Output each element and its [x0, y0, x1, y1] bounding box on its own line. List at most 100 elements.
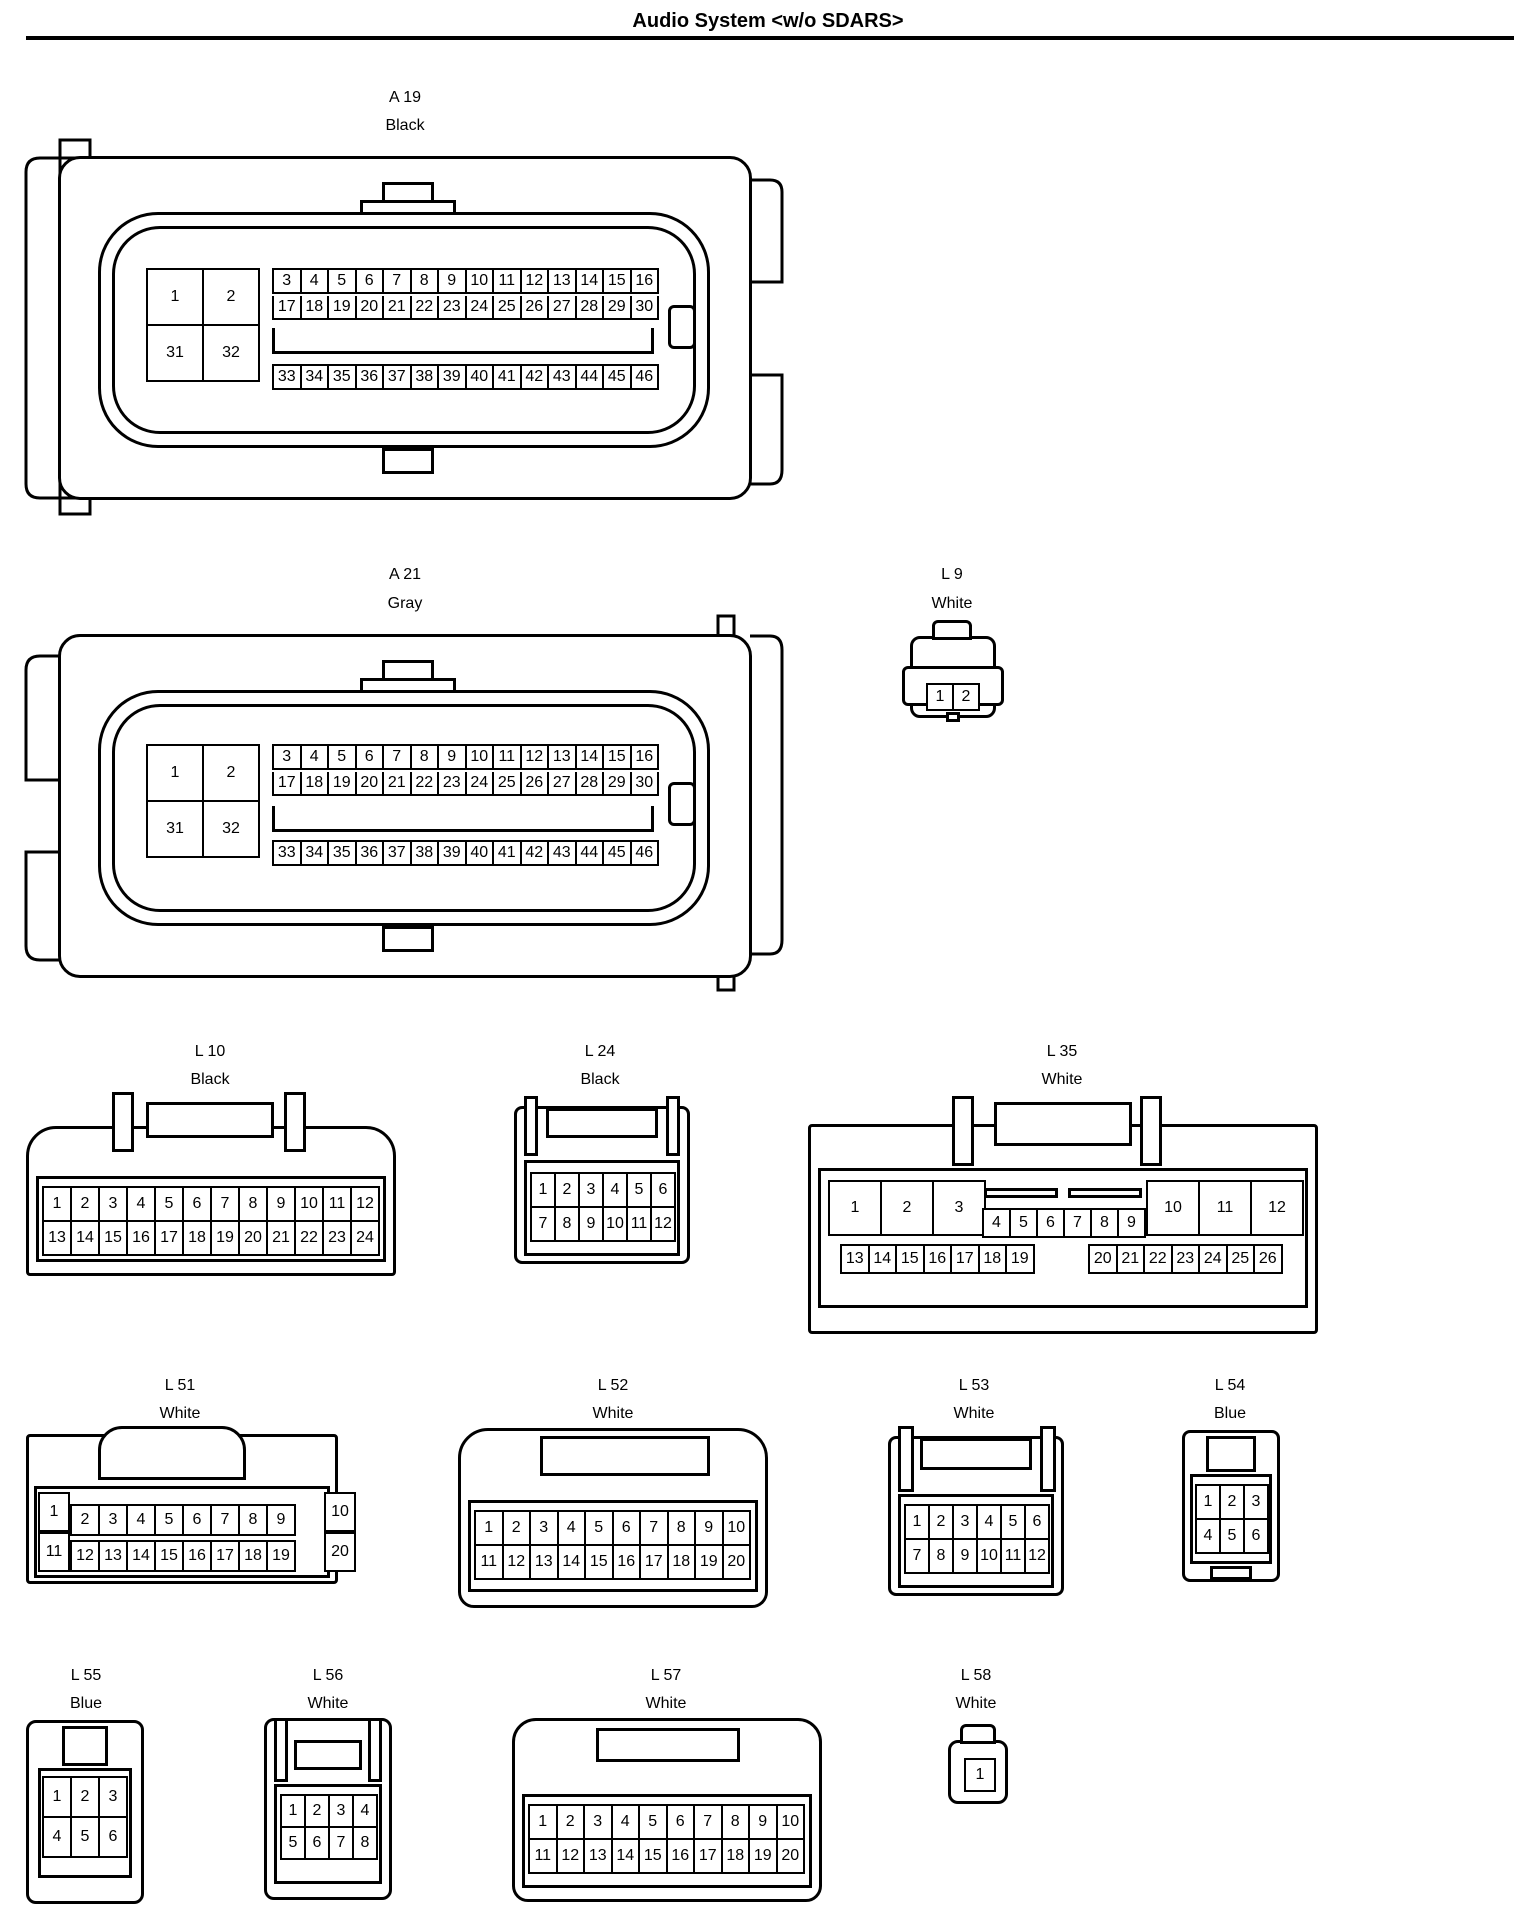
- pin: 18: [301, 772, 329, 796]
- connector-color: White: [307, 1695, 349, 1712]
- pin: 10: [978, 1540, 1002, 1574]
- pin: 13: [100, 1542, 128, 1572]
- pin: 22: [411, 772, 439, 796]
- connector-code: L 52: [597, 1377, 629, 1394]
- pin: 29: [604, 296, 632, 320]
- pin: 14: [612, 1840, 640, 1874]
- connector-color: White: [955, 1695, 997, 1712]
- pin: 19: [1007, 1246, 1035, 1274]
- pin: 13: [842, 1246, 870, 1274]
- pin: 27: [549, 772, 577, 796]
- pin: 3: [934, 1182, 986, 1236]
- connector-code: L 56: [312, 1667, 344, 1684]
- pin: 10: [466, 270, 494, 294]
- pin: 3: [531, 1512, 559, 1546]
- pin: 41: [494, 842, 522, 866]
- pin: 11: [628, 1208, 652, 1242]
- pin: 5: [72, 1818, 100, 1858]
- pin: 34: [301, 366, 329, 390]
- pin: 7: [532, 1208, 556, 1242]
- pin: 20: [723, 1546, 751, 1580]
- top-lock: [98, 1426, 246, 1480]
- connector-code: L 55: [70, 1667, 102, 1684]
- top-lock: [540, 1436, 710, 1476]
- pin: 3: [585, 1806, 613, 1840]
- pin: 8: [354, 1828, 378, 1860]
- pin: 5: [640, 1806, 668, 1840]
- connector-code: L 54: [1214, 1377, 1246, 1394]
- pin: 7: [384, 746, 412, 770]
- pin: 7: [1065, 1210, 1092, 1238]
- pin: 11: [494, 270, 522, 294]
- pin: 28: [576, 772, 604, 796]
- pin: 3: [100, 1506, 128, 1536]
- side-lock-left: [274, 1718, 288, 1782]
- top-lock: [920, 1438, 1032, 1470]
- pin: 5: [628, 1174, 652, 1208]
- pin: 18: [301, 296, 329, 320]
- pin: 11: [494, 746, 522, 770]
- pin: 14: [128, 1542, 156, 1572]
- pin: 7: [906, 1540, 930, 1574]
- key-slot-left: [984, 1188, 1058, 1198]
- pin: 24: [352, 1222, 380, 1256]
- pin: 3: [954, 1506, 978, 1540]
- pin: 2: [306, 1796, 330, 1828]
- bottom-lock: [382, 448, 434, 474]
- pin: 30: [631, 772, 659, 796]
- pin: 8: [240, 1506, 268, 1536]
- connector-code: L 24: [584, 1043, 616, 1060]
- pin: 16: [667, 1840, 695, 1874]
- connector-color: Black: [580, 1071, 620, 1088]
- pin: 20: [356, 772, 384, 796]
- pin: 10: [604, 1208, 628, 1242]
- pin: 1: [966, 1760, 996, 1792]
- pin: 5: [282, 1828, 306, 1860]
- pin: 6: [652, 1174, 676, 1208]
- pin: 15: [640, 1840, 668, 1874]
- guide-rail: [272, 806, 654, 832]
- pin: 2: [882, 1182, 934, 1236]
- pin: 7: [212, 1188, 240, 1222]
- pin: 10: [777, 1806, 805, 1840]
- pin: 6: [184, 1506, 212, 1536]
- pin: 4: [558, 1512, 586, 1546]
- top-lock: [294, 1740, 362, 1770]
- connector-color: Blue: [69, 1695, 103, 1712]
- pin: 28: [576, 296, 604, 320]
- pin: 36: [356, 366, 384, 390]
- pin: 26: [521, 296, 549, 320]
- top-lock: [62, 1726, 108, 1766]
- pin: 45: [604, 842, 632, 866]
- pin: 15: [586, 1546, 614, 1580]
- connector-color: Black: [385, 117, 425, 134]
- pin: 29: [604, 772, 632, 796]
- pin: 8: [722, 1806, 750, 1840]
- pin: 8: [1092, 1210, 1119, 1238]
- side-lock-left: [952, 1096, 974, 1166]
- pin: 12: [557, 1840, 585, 1874]
- connector-code: L 35: [1046, 1043, 1078, 1060]
- pin: 11: [1002, 1540, 1026, 1574]
- connector-color: White: [645, 1695, 687, 1712]
- pin: 21: [268, 1222, 296, 1256]
- pin: 2: [1221, 1486, 1245, 1520]
- pin: 1: [44, 1778, 72, 1818]
- pin: 17: [641, 1546, 669, 1580]
- pin: 2: [72, 1778, 100, 1818]
- connector-color: White: [1041, 1071, 1083, 1088]
- pin: 14: [72, 1222, 100, 1256]
- pin: 32: [204, 802, 260, 858]
- pin: 6: [184, 1188, 212, 1222]
- pin: 12: [352, 1188, 380, 1222]
